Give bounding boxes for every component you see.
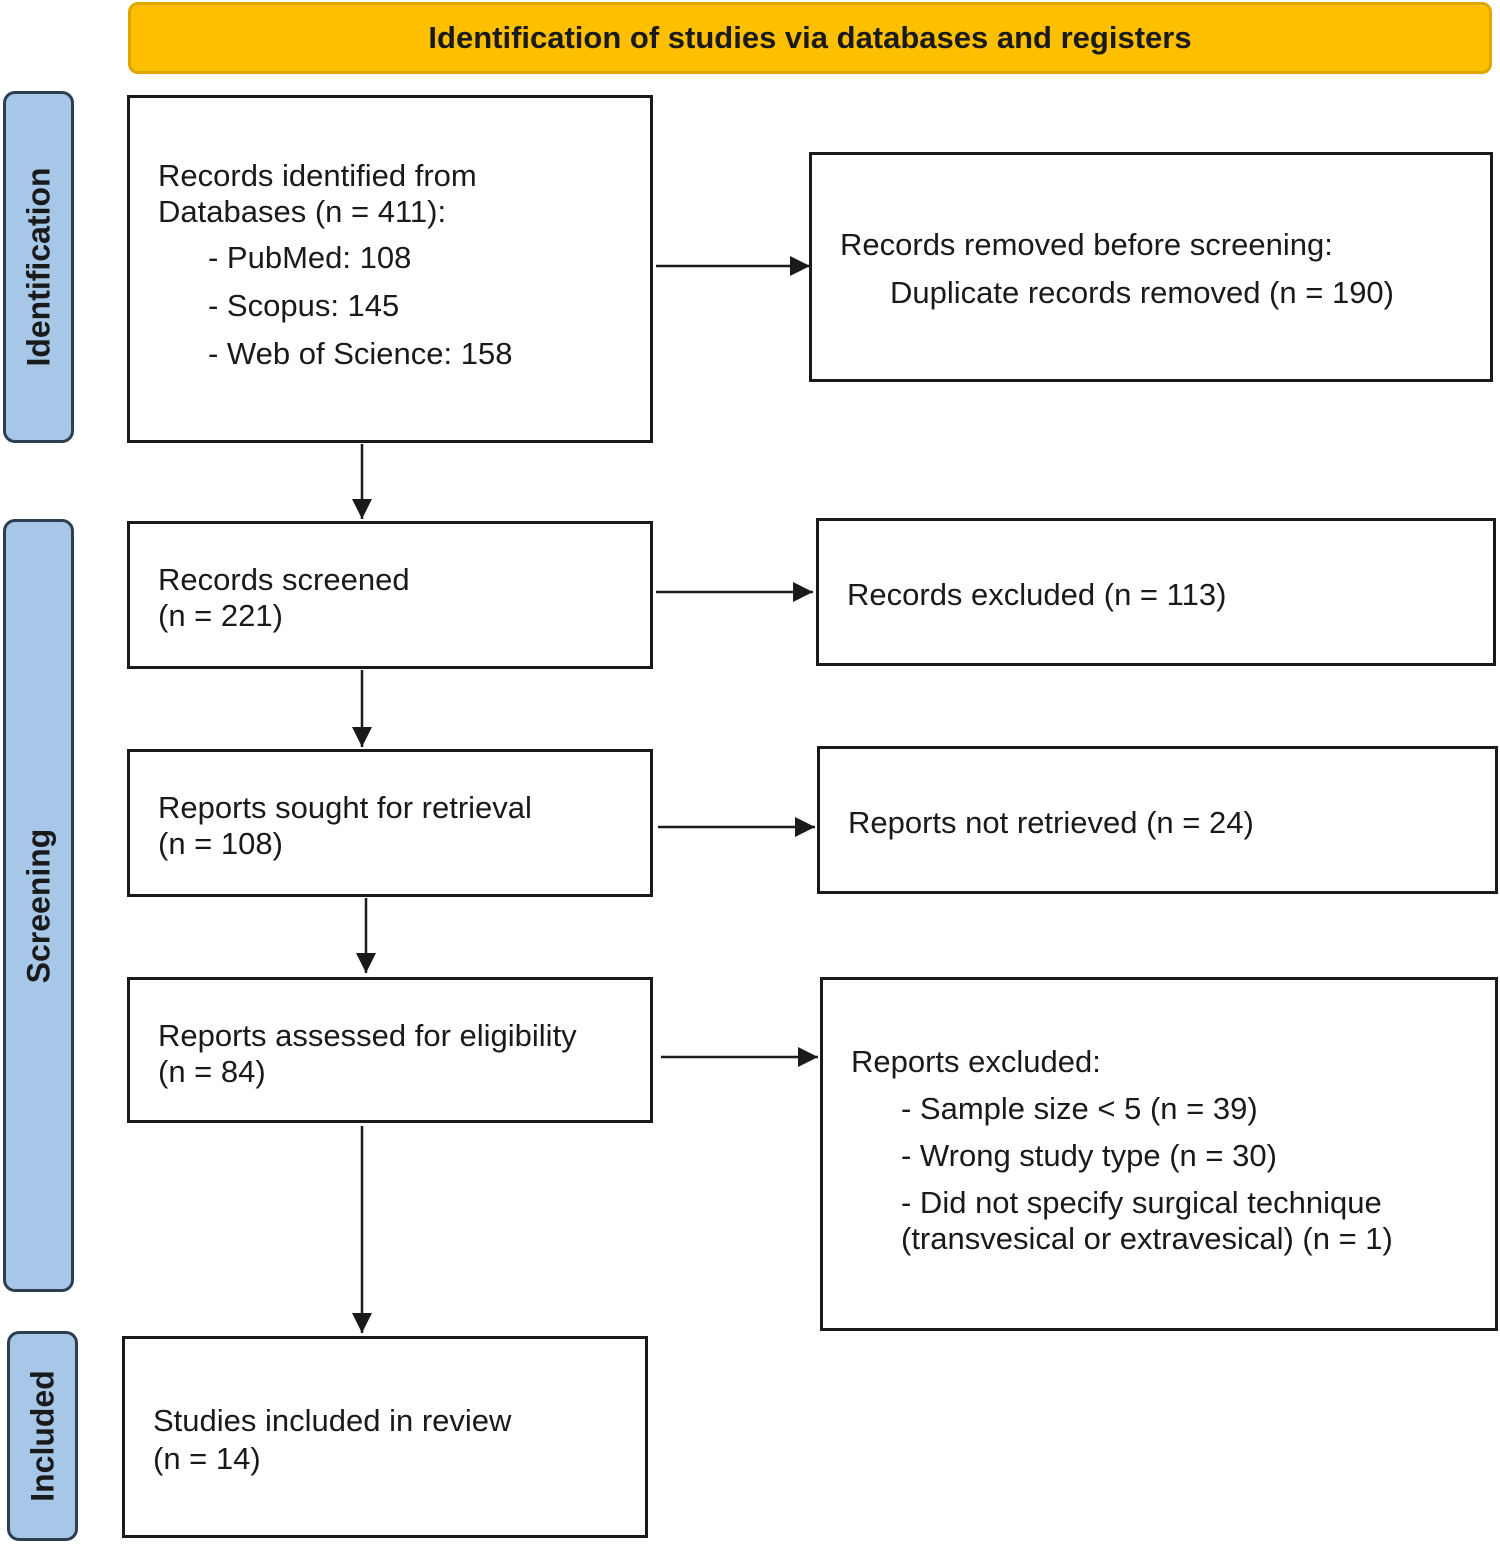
phase-screening: Screening [3,519,74,1292]
header-title: Identification of studies via databases … [428,20,1192,55]
database-item: - Web of Science: 158 [208,336,513,371]
records-screened-box: Records screened (n = 221) [127,521,653,669]
records-identified-line2: Databases (n = 411): [158,194,447,229]
phase-identification: Identification [3,91,74,443]
studies-included-line2: (n = 14) [153,1441,261,1476]
reports-not-retrieved-box: Reports not retrieved (n = 24) [817,746,1498,894]
header-banner: Identification of studies via databases … [128,2,1492,74]
reports-assessed-box: Reports assessed for eligibility (n = 84… [127,977,653,1123]
records-removed-line2: Duplicate records removed (n = 190) [890,275,1394,310]
exclusion-item: - Sample size < 5 (n = 39) [901,1091,1258,1126]
studies-included-box: Studies included in review (n = 14) [122,1336,648,1538]
records-excluded-box: Records excluded (n = 113) [816,518,1496,666]
phase-included: Included [7,1331,78,1541]
exclusion-item: - Did not specify surgical technique [901,1185,1382,1220]
reports-excluded-line1: Reports excluded: [851,1044,1101,1079]
reports-not-retrieved-line1: Reports not retrieved (n = 24) [848,805,1254,840]
reports-sought-box: Reports sought for retrieval (n = 108) [127,749,653,897]
records-identified-line1: Records identified from [158,158,477,193]
database-item: - PubMed: 108 [208,240,412,275]
reports-assessed-line2: (n = 84) [158,1054,266,1089]
database-item: - Scopus: 145 [208,288,400,323]
records-removed-box: Records removed before screening: Duplic… [809,152,1493,382]
studies-included-line1: Studies included in review [153,1403,512,1438]
reports-assessed-line1: Reports assessed for eligibility [158,1018,577,1053]
records-removed-line1: Records removed before screening: [840,227,1333,262]
reports-sought-line2: (n = 108) [158,826,283,861]
reports-sought-line1: Reports sought for retrieval [158,790,532,825]
records-screened-line1: Records screened [158,562,410,597]
reports-excluded-box: Reports excluded: - Sample size < 5 (n =… [820,977,1498,1331]
exclusion-item: (transvesical or extravesical) (n = 1) [901,1221,1393,1256]
records-screened-line2: (n = 221) [158,598,283,633]
records-excluded-line1: Records excluded (n = 113) [847,577,1227,612]
exclusion-item: - Wrong study type (n = 30) [901,1138,1277,1173]
records-identified-box: Records identified from Databases (n = 4… [127,95,653,443]
